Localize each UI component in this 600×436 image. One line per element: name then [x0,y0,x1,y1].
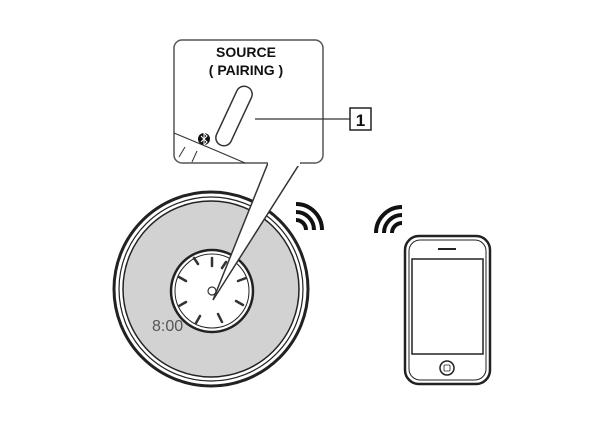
button-label-source: SOURCE [216,44,276,60]
speaker-wireless-icon [295,202,324,231]
speaker: 8:00 [112,190,310,388]
home-button-icon [439,360,455,376]
bluetooth-icon [198,131,210,147]
clock-display: 8:00 [152,318,183,335]
control-marks [177,256,248,325]
callout: SOURCE ( PAIRING ) 1 [173,39,372,301]
source-button [215,85,253,147]
button-label-pairing: ( PAIRING ) [209,62,283,78]
smartphone [403,234,492,386]
phone-wireless-icon [374,205,403,234]
step-number-label: 1 [356,111,365,130]
phone-screen [411,258,484,355]
